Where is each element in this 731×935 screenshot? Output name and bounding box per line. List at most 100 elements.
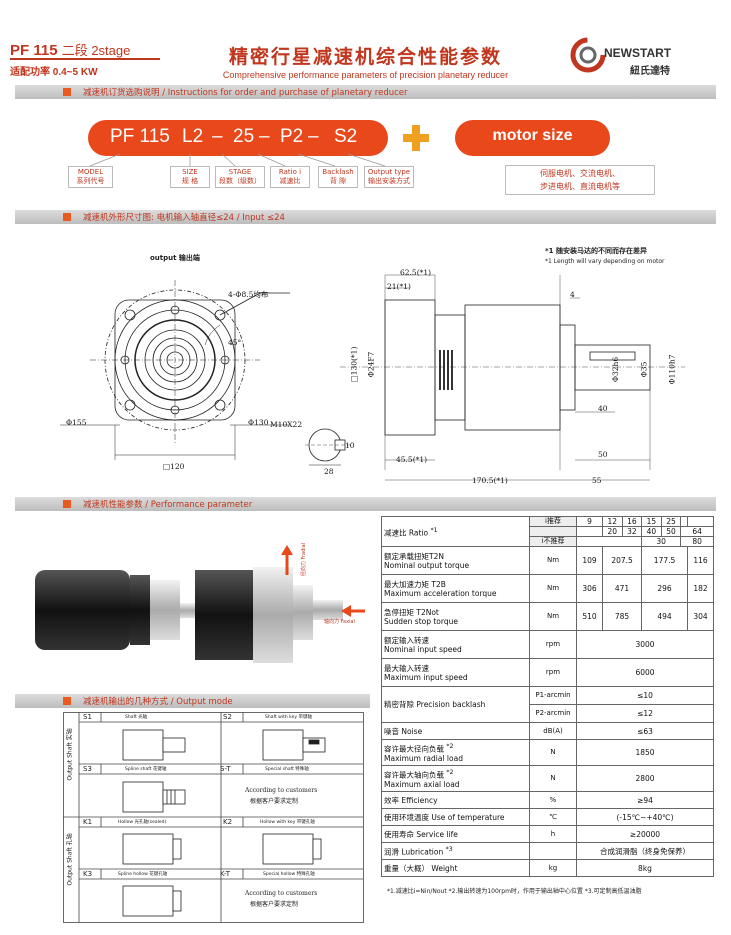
label-en: Output type [367,168,411,176]
value-cell: 785 [601,602,643,631]
brand-name-cn: 紐氏達特 [630,66,670,77]
value-cell: (-15℃~+40℃) [576,808,714,826]
value-cell: 296 [641,574,688,603]
section-bar-order: 减速机订货选购说明 / Instructions for order and p… [15,85,716,99]
mode-code: K1 [83,818,93,826]
code-dash: – [308,126,319,147]
dim-angle: 45° [228,338,242,347]
dim-50: 50 [598,450,608,459]
section-title: 减速机外形尺寸图: 电机输入轴直径≤24 / Input ≤24 [83,213,285,223]
row-weight: 重量（大概） Weight [381,859,530,877]
ratio-cell [680,516,688,527]
value-cell: 304 [686,602,715,631]
radial-force-label: 径向力 Fradial [301,542,308,577]
row-unit: rpm [529,630,577,659]
ratio-cell: 80 [680,536,714,547]
code-ratio: 25 [233,126,255,147]
product-photo [35,545,365,663]
plus-icon-bar [403,134,429,142]
label-cn: 输出安装方式 [368,177,410,185]
row-label-cn: 额定输入转速 [384,635,429,645]
ratio-cell: 15 [641,516,662,527]
mode-name: Hollow with key 带键孔轴 [260,820,315,825]
value-cell: 2800 [576,765,714,792]
row-note: *3 [445,846,453,854]
dim-sq120: □120 [163,462,185,471]
front-view-drawing [60,280,290,460]
custom-note-en: According to customers [245,890,318,897]
dim-d35: Φ35 [639,361,649,378]
section-marker-icon [63,697,71,705]
dim-55: 55 [592,476,602,485]
label-en: Ratio i [278,168,302,176]
row-label-cn: 润滑 Lubrication [384,847,444,857]
row-unit: dB(A) [529,722,577,740]
side-view-drawing [340,274,685,481]
value-cell: ≥94 [576,791,714,809]
page-subtitle: Comprehensive performance parameters of … [222,70,509,80]
motor-types-line: 步进电机、直流电机等 [540,182,620,191]
brand-name: NEWSTART [604,46,672,60]
row-unit: Nm [529,602,577,631]
row-efficiency: 效率 Efficiency [381,791,530,809]
mode-code: S3 [83,765,92,773]
row-unit: P2-arcmin [529,704,577,723]
motor-size-pill [455,120,610,156]
value-cell: 207.5 [601,546,643,575]
row-backlash: 精密背隙 Precision backlash [381,686,530,723]
section-bar-dimension: 减速机外形尺寸图: 电机输入轴直径≤24 / Input ≤24 [15,210,716,224]
row-label-cn: 额定承载扭矩T2N [384,551,444,561]
title-underline [10,58,160,60]
dim-sq130: □130(*1) [349,346,359,383]
mode-name: Spline hollow 花键孔轴 [118,872,168,877]
value-cell: 3000 [576,630,714,659]
mode-name: Shaft with key 带键轴 [265,715,312,720]
code-output: S2 [334,126,358,147]
row-note: *2 [446,769,454,777]
mode-name: Special shaft 特殊轴 [265,767,309,772]
row-label-cn: 急停扭矩 T2Not [384,607,439,617]
value-cell: 182 [686,574,715,603]
performance-footnote: *1.减速比i=Nin/Nout *2.输出转速为100rpm时，作用于输出轴中… [387,888,642,895]
row-unit: Nm [529,546,577,575]
value-cell: ≤12 [576,704,714,723]
i-not-recommended: i不推荐 [529,536,577,547]
row-unit: N [529,765,577,792]
value-cell: 510 [576,602,603,631]
dim-4: 4 [570,290,575,299]
ratio-header-text: 减速比 Ratio [384,528,429,538]
motor-types-line: 伺服电机、交流电机、 [540,169,620,178]
key-detail-drawing [305,428,350,466]
mode-name: Spline shaft 花键轴 [125,767,167,772]
custom-note-cn: 根据客户要求定制 [250,798,299,805]
label-cn: 减速比 [279,177,301,185]
code-connector-lines [89,153,386,167]
power-range: 适配功率 0.4~5 KW [10,67,98,78]
code-dash: – [259,126,270,147]
section-marker-icon [63,500,71,508]
i-recommended: i推荐 [529,516,577,527]
row-label-hollow-shaft: Output Shaft 孔轴 [66,833,74,886]
row-lubrication: 润滑 Lubrication *3 [381,842,530,860]
row-unit: ℃ [529,808,577,826]
dim-tap: M10X22 [270,420,303,429]
ratio-cell: 50 [660,526,682,537]
value-cell: 177.5 [641,546,688,575]
section-bar-output-mode: 减速机输出的几种方式 / Output mode [15,694,370,708]
custom-note-en: According to customers [245,787,318,794]
row-label-en: Maximum input speed [384,672,468,682]
code-backlash: P2 [280,126,304,147]
value-cell: 合成润滑脂（终身免保养） [576,842,714,860]
dim-d130: Φ130 [248,418,269,427]
order-code-pill [88,120,388,156]
output-label: output 输出端 [150,254,200,262]
row-label-en: Sudden stop torque [384,616,458,626]
